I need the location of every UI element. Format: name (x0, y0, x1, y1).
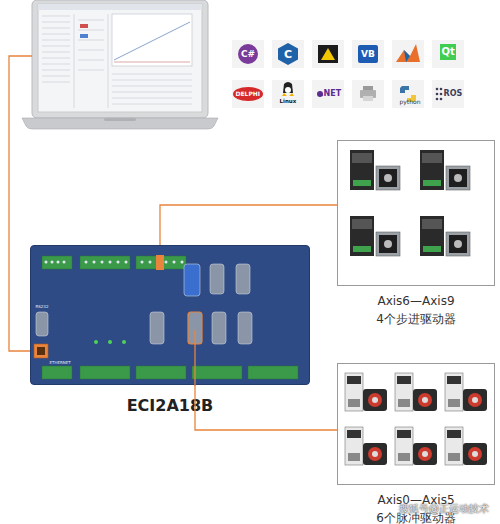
pulse-drivers (345, 373, 487, 465)
controller-board: ECI2A18B (30, 245, 310, 385)
signal-cable (160, 205, 337, 245)
logo-tiles (232, 40, 464, 108)
laptop (22, 0, 218, 129)
driver-caption: 6个脉冲驱动器 (318, 510, 500, 524)
driver-group-box: Axis6—Axis94个步进驱动器 (337, 140, 495, 286)
driver-group-box: Axis0—Axis56个脉冲驱动器 (337, 363, 495, 485)
driver-caption: 4个步进驱动器 (318, 311, 500, 328)
driver-caption: Axis6—Axis9 (318, 294, 500, 308)
stepper-drivers (350, 150, 470, 256)
board-model-name: ECI2A18B (11, 396, 329, 415)
signal-cable (195, 385, 337, 430)
driver-caption: Axis0—Axis5 (318, 493, 500, 507)
